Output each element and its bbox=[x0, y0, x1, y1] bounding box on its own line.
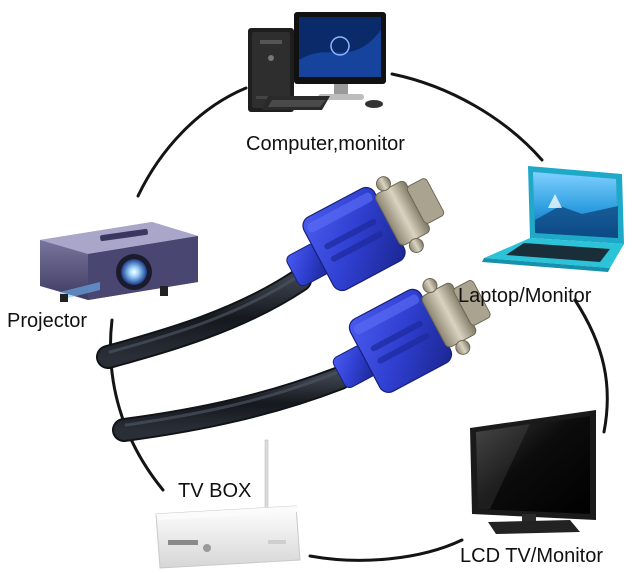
vga-connector-upper bbox=[286, 176, 445, 292]
projector-icon bbox=[40, 222, 198, 302]
ring-arc-bottom-left bbox=[108, 318, 165, 492]
label-lcd-tv-monitor: LCD TV/Monitor bbox=[460, 545, 604, 567]
lcd-tv-icon bbox=[470, 410, 596, 534]
vga-cable-upper bbox=[96, 268, 312, 369]
vga-cable-lower bbox=[112, 366, 352, 442]
desktop-computer-icon bbox=[248, 12, 386, 112]
vga-connector-lower bbox=[332, 278, 491, 393]
ring-arc-right bbox=[573, 298, 609, 434]
laptop-icon bbox=[482, 166, 624, 272]
ring-arc-bottom bbox=[308, 538, 464, 562]
tv-box-icon bbox=[155, 439, 301, 569]
connection-ring bbox=[108, 72, 609, 562]
ring-arc-top-left bbox=[136, 86, 248, 198]
label-projector: Projector bbox=[7, 310, 88, 332]
label-laptop-monitor: Laptop/Monitor bbox=[458, 285, 592, 307]
label-tv-box: TV BOX bbox=[178, 480, 252, 502]
label-computer-monitor: Computer,monitor bbox=[246, 133, 405, 155]
ring-arc-top-right bbox=[390, 72, 544, 162]
